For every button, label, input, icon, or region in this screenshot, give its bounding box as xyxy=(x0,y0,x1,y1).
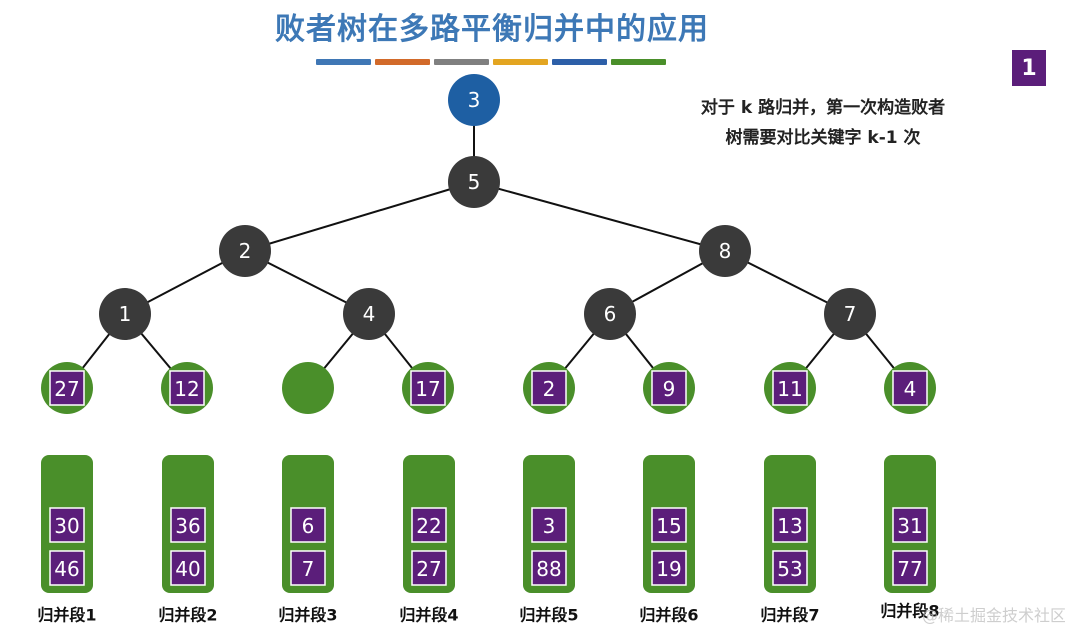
segment-label-7: 归并段7 xyxy=(760,606,819,625)
leaf-key-box-6 xyxy=(651,370,687,406)
page-title: 败者树在多路平衡归并中的应用 xyxy=(275,12,709,47)
segment-label-6: 归并段6 xyxy=(639,606,698,625)
leaf-key-box-4 xyxy=(410,370,446,406)
segment-2-key-box-1 xyxy=(170,507,206,543)
segment-5-key-1: 3 xyxy=(543,514,556,538)
leaf-key-1: 27 xyxy=(54,377,79,401)
segment-3-key-box-2 xyxy=(290,550,326,586)
leaf-key-box-5 xyxy=(531,370,567,406)
segment-4-key-2: 27 xyxy=(416,557,441,581)
internal-node-6 xyxy=(584,288,636,340)
segment-8-key-box-1 xyxy=(892,507,928,543)
decor-bar-4 xyxy=(493,59,548,65)
leaf-key-box-8 xyxy=(892,370,928,406)
leaf-key-5: 2 xyxy=(543,377,556,401)
segment-8-key-2: 77 xyxy=(897,557,922,581)
internal-node-label-4: 1 xyxy=(119,302,132,326)
internal-node-label-3: 8 xyxy=(719,239,732,263)
segment-1-key-box-2 xyxy=(49,550,85,586)
internal-node-3 xyxy=(699,225,751,277)
segment-2-key-box-2 xyxy=(170,550,206,586)
segment-3-key-box-1 xyxy=(290,507,326,543)
segment-4-key-box-2 xyxy=(411,550,447,586)
root-node-label: 3 xyxy=(468,88,481,112)
segment-1-key-2: 46 xyxy=(54,557,79,581)
leaf-key-7: 11 xyxy=(777,377,802,401)
decor-bar-6 xyxy=(611,59,666,65)
segment-7-key-1: 13 xyxy=(777,514,802,538)
internal-node-4 xyxy=(99,288,151,340)
segment-6-key-box-1 xyxy=(651,507,687,543)
leaf-key-8: 4 xyxy=(904,377,917,401)
segment-6-key-2: 19 xyxy=(656,557,681,581)
segment-3-key-2: 7 xyxy=(302,557,315,581)
decor-bar-1 xyxy=(316,59,371,65)
internal-node-5 xyxy=(343,288,395,340)
segment-5-key-2: 88 xyxy=(536,557,561,581)
segment-6-key-1: 15 xyxy=(656,514,681,538)
internal-node-label-1: 5 xyxy=(468,170,481,194)
segment-8-key-box-2 xyxy=(892,550,928,586)
segment-label-8: 归并段8 xyxy=(880,602,939,621)
segment-7-key-2: 53 xyxy=(777,557,802,581)
page-number-badge: 1 xyxy=(1012,50,1046,86)
segment-5-key-box-1 xyxy=(531,507,567,543)
segment-8-key-1: 31 xyxy=(897,514,922,538)
internal-node-7 xyxy=(824,288,876,340)
leaf-node-3 xyxy=(282,362,334,414)
segment-4-key-box-1 xyxy=(411,507,447,543)
segment-1-key-box-1 xyxy=(49,507,85,543)
segment-6-key-box-2 xyxy=(651,550,687,586)
segment-7-key-box-2 xyxy=(772,550,808,586)
decor-bar-5 xyxy=(552,59,607,65)
segment-label-3: 归并段3 xyxy=(278,606,337,625)
leaf-key-box-1 xyxy=(49,370,85,406)
segment-label-2: 归并段2 xyxy=(158,606,217,625)
leaf-key-2: 12 xyxy=(174,377,199,401)
explanation-note: 对于 k 路归并，第一次构造败者 树需要对比关键字 k-1 次 xyxy=(648,93,998,153)
leaf-key-6: 9 xyxy=(663,377,676,401)
edge-top-to-level1-1 xyxy=(244,181,475,252)
segment-7-key-box-1 xyxy=(772,507,808,543)
leaf-key-box-2 xyxy=(169,370,205,406)
decor-bar-3 xyxy=(434,59,489,65)
edge-top-to-level1-2 xyxy=(473,181,726,252)
segment-label-4: 归并段4 xyxy=(399,606,458,625)
note-line-1: 对于 k 路归并，第一次构造败者 xyxy=(700,98,946,118)
note-line-2: 树需要对比关键字 k-1 次 xyxy=(725,128,921,148)
internal-node-label-6: 6 xyxy=(604,302,617,326)
segment-1-key-1: 30 xyxy=(54,514,79,538)
segment-3-key-1: 6 xyxy=(302,514,315,538)
leaf-key-4: 17 xyxy=(415,377,440,401)
internal-node-1 xyxy=(448,156,500,208)
internal-node-2 xyxy=(219,225,271,277)
segment-5-key-box-2 xyxy=(531,550,567,586)
root-node xyxy=(448,74,500,126)
segment-2-key-2: 40 xyxy=(175,557,200,581)
segment-4-key-1: 22 xyxy=(416,514,441,538)
segment-label-5: 归并段5 xyxy=(519,606,578,625)
leaf-key-box-7 xyxy=(772,370,808,406)
internal-node-label-7: 7 xyxy=(844,302,857,326)
decor-bar-2 xyxy=(375,59,430,65)
internal-node-label-5: 4 xyxy=(363,302,376,326)
watermark: @稀土掘金技术社区 xyxy=(922,606,1065,625)
segment-label-1: 归并段1 xyxy=(37,606,96,625)
segment-2-key-1: 36 xyxy=(175,514,200,538)
internal-node-label-2: 2 xyxy=(239,239,252,263)
